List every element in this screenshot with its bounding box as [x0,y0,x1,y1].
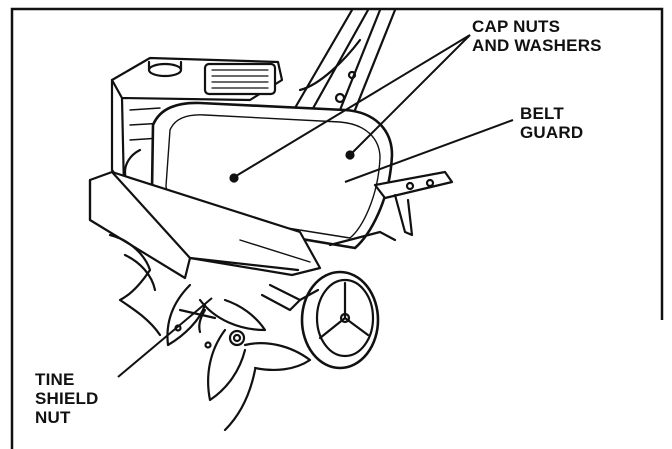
figure-frame [10,7,664,449]
cap-nut-front [229,173,239,183]
label-cap-nuts-and-washers: CAP NUTS AND WASHERS [472,17,602,55]
cap-nut-rear [345,150,355,160]
leader-lines [117,34,514,378]
label-belt-guard: BELT GUARD [520,104,583,142]
transport-wheel [260,270,380,370]
tines [108,233,312,432]
label-tine-line1: TINE [35,370,75,389]
label-cap-nuts-line1: CAP NUTS [472,17,561,36]
label-tine-line2: SHIELD [35,389,99,408]
label-tine-line3: NUT [35,408,71,427]
label-belt-guard-line2: GUARD [520,123,584,142]
label-cap-nuts-line2: AND WASHERS [472,36,602,55]
label-belt-guard-line1: BELT [520,104,564,123]
leader-cap-nut-rear [351,34,471,154]
tine-hub [228,329,246,347]
engine [110,56,284,220]
leader-belt-guard [344,119,514,183]
leader-tine-shield-nut [117,297,213,378]
depth-bar [328,170,454,247]
tiller-illustration [88,8,454,432]
label-tine-shield-nut: TINE SHIELD NUT [35,370,99,427]
leader-cap-nut-front [235,34,471,177]
